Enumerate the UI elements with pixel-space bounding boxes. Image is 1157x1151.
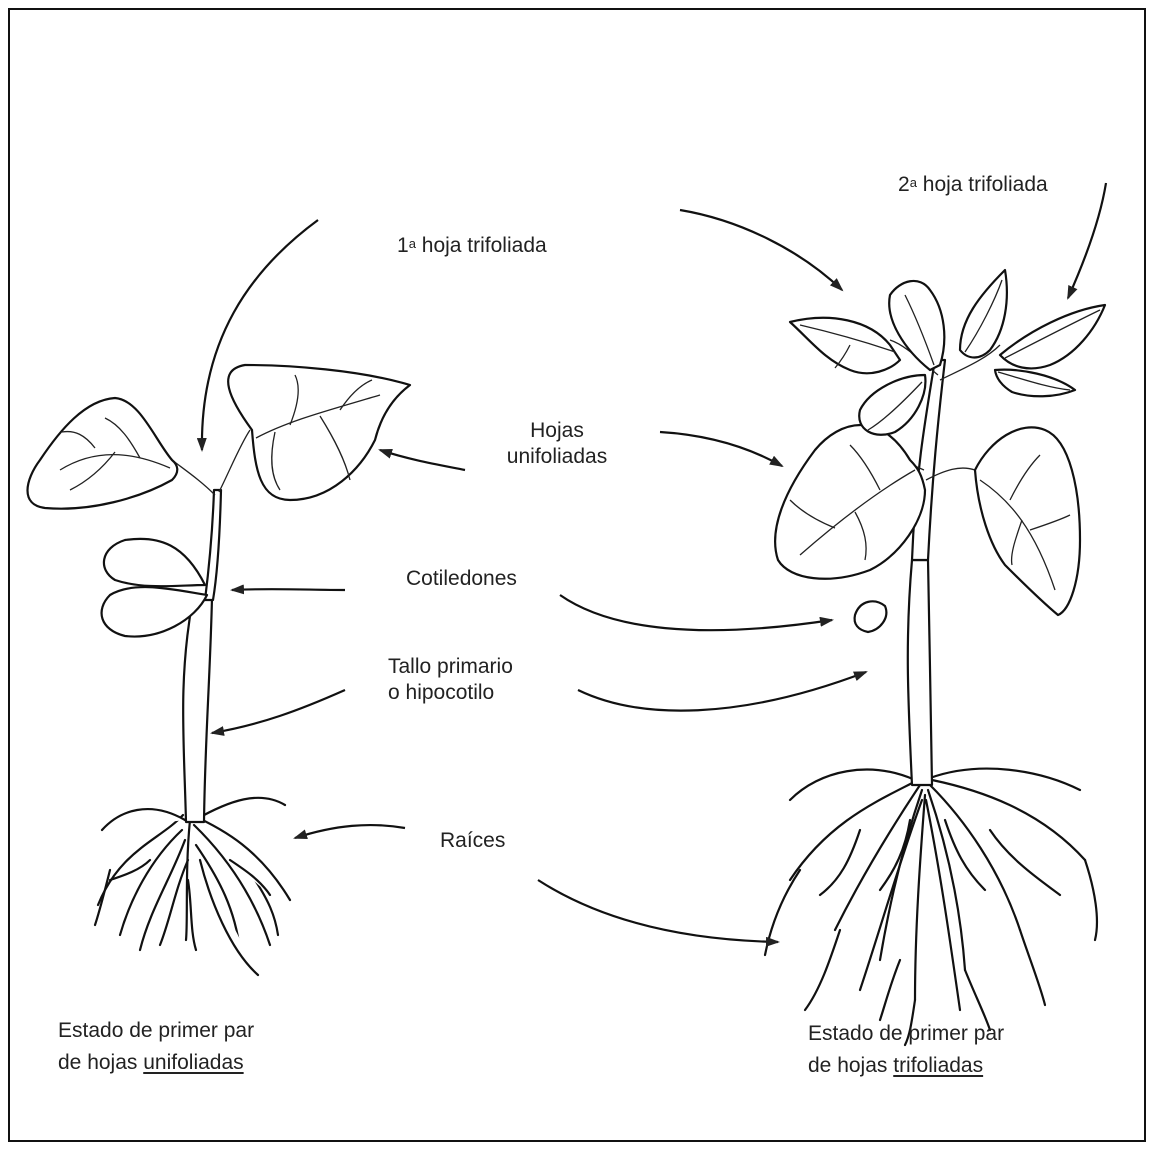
right-plant-cotyledon <box>855 601 887 632</box>
label-roots: Raíces <box>440 828 505 854</box>
right-plant-leaf-lower-left <box>775 425 925 579</box>
left-plant-stem <box>183 598 212 822</box>
arrow-roots-left <box>295 825 405 838</box>
arrow-cotyledon-right <box>560 595 832 630</box>
arrow-trifoliate-1-right <box>680 210 842 290</box>
arrow-stem-left <box>212 690 345 733</box>
arrow-unifoliate-right <box>660 432 782 466</box>
label-stem-line2: o hipocotilo <box>388 680 513 706</box>
arrow-cotyledon-left <box>232 589 345 590</box>
arrow-unifoliate-left <box>380 450 465 470</box>
left-plant-leaf-left <box>28 398 178 509</box>
label-stem-line1: Tallo primario <box>388 654 513 680</box>
label-unifoliate: Hojas unifoliadas <box>492 418 622 470</box>
arrow-roots-right <box>538 880 778 942</box>
caption-left: Estado de primer par de hojas unifoliada… <box>58 1015 254 1079</box>
caption-right: Estado de primer par de hojas trifoliada… <box>808 1018 1004 1082</box>
left-plant-upper-stem <box>205 490 221 600</box>
right-plant <box>765 270 1105 1045</box>
arrow-trifoliate-2 <box>1068 183 1106 298</box>
caption-left-line2: de hojas unifoliadas <box>58 1047 254 1079</box>
caption-left-line1: Estado de primer par <box>58 1015 254 1047</box>
label-unifoliate-line2: unifoliadas <box>492 444 622 470</box>
arrow-stem-right <box>578 672 866 711</box>
left-plant-cotyledon-upper <box>104 539 205 586</box>
caption-left-emphasis: unifoliadas <box>143 1051 243 1074</box>
caption-right-line1: Estado de primer par <box>808 1018 1004 1050</box>
left-plant <box>28 365 411 975</box>
right-plant-trifoliate-lower <box>859 375 925 435</box>
label-stem: Tallo primario o hipocotilo <box>388 654 513 706</box>
left-plant-leaf-right <box>228 365 410 500</box>
right-plant-trifoliate-right-b <box>1000 305 1105 368</box>
left-plant-roots <box>95 798 290 975</box>
right-plant-stem <box>908 560 932 785</box>
label-trifoliate-2: 2a hoja trifoliada <box>898 172 1048 198</box>
right-plant-roots <box>765 769 1097 1045</box>
caption-right-emphasis: trifoliadas <box>893 1054 983 1077</box>
right-plant-leaf-lower-right <box>975 427 1080 615</box>
caption-right-line2: de hojas trifoliadas <box>808 1050 1004 1082</box>
label-unifoliate-line1: Hojas <box>492 418 622 444</box>
right-plant-trifoliate-right-a <box>960 270 1007 358</box>
pointer-arrows <box>202 183 1106 942</box>
label-trifoliate-1: 1a hoja trifoliada <box>397 233 547 259</box>
label-cotyledons: Cotiledones <box>406 566 517 592</box>
